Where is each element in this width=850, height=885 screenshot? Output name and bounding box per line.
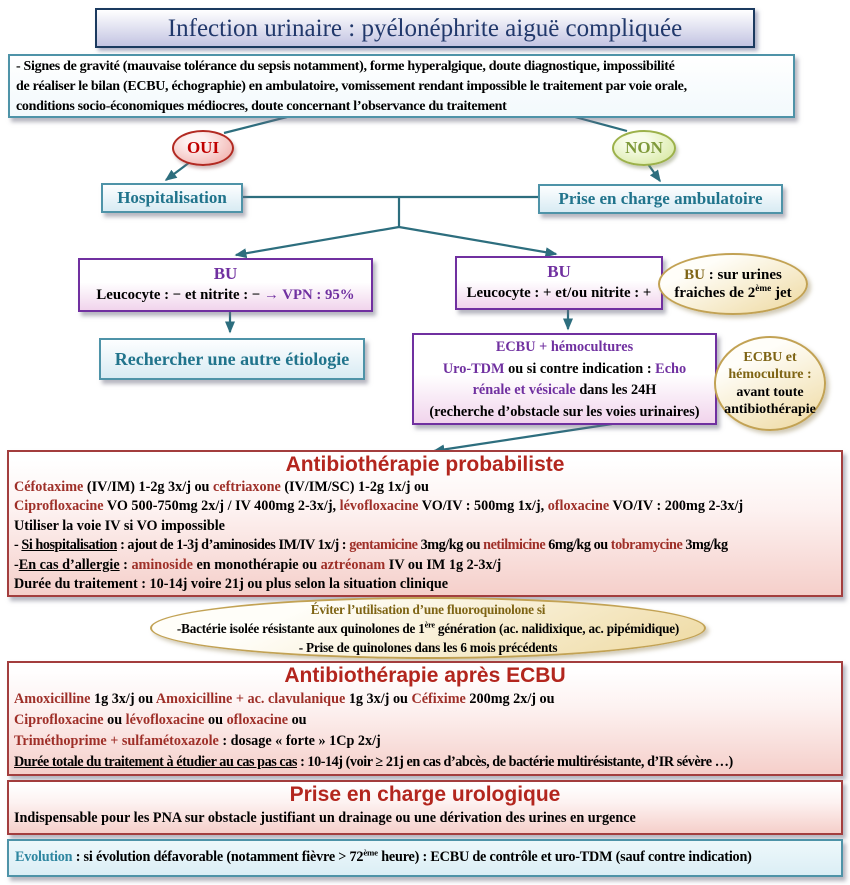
bu-positive-title: BU [547,262,571,281]
ecbu-line: ECBU + hémocultures [495,339,634,355]
ecbu-line: rénale et vésicale dans les 24H [472,382,657,398]
probabiliste-line: Céfotaxime (IV/IM) 1-2g 3x/j ou ceftriax… [14,479,429,495]
urologique-box: Prise en charge urologique Indispensable… [7,780,843,835]
fluoroquinolone-line: -Bactérie isolée résistante aux quinolon… [176,620,680,636]
ecbu-line: (recherche d’obstacle sur les voies urin… [429,403,700,420]
decision-oui: OUI [172,130,234,166]
arrow-criteria-to-non [574,115,628,133]
criteria-line: de réaliser le bilan (ECBU, échographie)… [16,79,687,94]
fluoroquinolone-line: - Prise de quinolones dans les 6 mois pr… [298,639,558,655]
arrow-non-to-ambulatoire [647,163,661,183]
probabiliste-box: Antibiothérapie probabiliste Céfotaxime … [7,450,843,597]
fluoroquinolone-oval: Éviter l’utilisation d’une fluoroquinolo… [150,597,706,659]
ecbu-note-line: antibiothérapie [724,402,816,417]
hospitalisation-node: Hospitalisation [101,183,243,213]
bu-positive-node: BU Leucocyte : + et/ou nitrite : + [455,256,663,310]
bu-negative-result: Leucocyte : − et nitrite : − → VPN : 95% [96,287,355,303]
urologique-line: Indispensable pour les PNA sur obstacle … [14,810,636,826]
arrow-split-to-bu-negative [234,225,400,259]
ecbu-line: Uro-TDM ou si contre indication : Echo [442,360,687,377]
ambulatoire-node: Prise en charge ambulatoire [538,184,783,214]
arrow-oui-to-hospitalisation [164,161,191,181]
criteria-line: conditions socio-économiques médiocres, … [16,99,507,114]
criteria-box: - Signes de gravité (mauvaise tolérance … [8,54,795,118]
probabiliste-line: -En cas d’allergie : aminoside en monoth… [14,556,502,573]
bu-note-oval: BU : sur urines fraiches de 2ème jet [658,253,808,315]
apres-ecbu-box: Antibiothérapie après ECBU Amoxicilline … [7,661,843,776]
fluoroquinolone-line: Éviter l’utilisation d’une fluoroquinolo… [310,601,546,617]
ecbu-note-line: ECBU et [743,349,797,365]
flowchart-title: Infection urinaire : pyélonéphrite aiguë… [95,8,755,48]
apres-ecbu-line: Durée totale du traitement à étudier au … [14,754,733,770]
ecbu-note-oval: ECBU et hémoculture : avant toute antibi… [714,336,826,431]
bu-negative-title: BU [213,264,238,283]
urologique-title: Prise en charge urologique [289,783,561,806]
ecbu-note-line: hémoculture : [728,367,812,382]
apres-ecbu-line: Ciprofloxacine ou lévofloxacine ou oflox… [14,712,307,728]
etiologie-node: Rechercher une autre étiologie [99,338,365,380]
probabiliste-line: Durée du traitement : 10-14j voire 21j o… [14,576,449,593]
probabiliste-line: Utiliser la voie IV si VO impossible [14,517,225,534]
criteria-line: - Signes de gravité (mauvaise tolérance … [16,59,675,74]
ecbu-node: ECBU + hémocultures Uro-TDM ou si contre… [412,333,717,425]
bu-note-line: fraiches de 2ème jet [674,284,792,301]
probabiliste-line: - Si hospitalisation : ajout de 1-3j d’a… [14,537,728,554]
probabiliste-title: Antibiothérapie probabiliste [285,453,565,476]
bu-positive-result: Leucocyte : + et/ou nitrite : + [466,285,652,301]
bu-note-line: BU : sur urines [684,267,782,283]
decision-non: NON [612,130,676,166]
probabiliste-line: Ciprofloxacine VO 500-750mg 2x/j / IV 40… [14,498,744,515]
ecbu-note-line: avant toute [736,384,804,400]
apres-ecbu-line: Triméthoprime + sulfamétoxazole : dosage… [14,733,381,749]
bu-negative-node: BU Leucocyte : − et nitrite : − → VPN : … [78,258,373,312]
apres-ecbu-line: Amoxicilline 1g 3x/j ou Amoxicilline + a… [14,691,555,707]
arrow-criteria-to-oui [223,115,288,135]
arrow-split-to-bu-positive [398,225,558,258]
arrow-ecbu-to-probabiliste [432,422,613,455]
evolution-box: Evolution : si évolution défavorable (no… [7,839,843,877]
apres-ecbu-title: Antibiothérapie après ECBU [284,664,566,687]
